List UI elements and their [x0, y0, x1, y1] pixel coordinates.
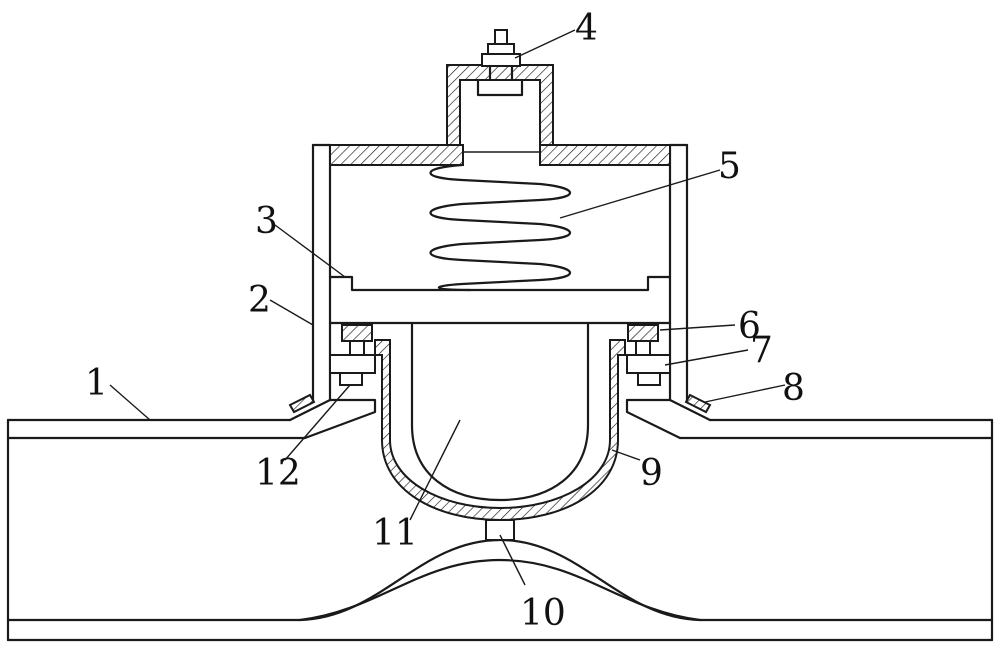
- adjusting-bolt: [476, 29, 524, 97]
- pipe: [6, 398, 994, 642]
- clamp-left: [329, 324, 376, 386]
- label-6: 6: [738, 306, 761, 347]
- label-4: 4: [575, 8, 598, 49]
- piston-plate: [328, 275, 672, 502]
- label-3: 3: [255, 201, 278, 242]
- housing: [311, 64, 689, 402]
- screw-left: [288, 393, 316, 414]
- label-11: 11: [372, 513, 418, 554]
- spring: [429, 163, 572, 292]
- leader-lines: [109, 29, 786, 586]
- label-8: 8: [782, 368, 805, 409]
- screw-right: [684, 393, 712, 414]
- label-1: 1: [85, 363, 108, 404]
- clamp-right: [626, 324, 671, 386]
- label-9: 9: [640, 453, 663, 494]
- label-10: 10: [520, 593, 566, 634]
- label-7: 7: [750, 330, 773, 371]
- reference-labels: 1 2 3 4 5 6 7 8 9 10 11 12: [85, 8, 805, 634]
- diaphragm: [374, 339, 626, 541]
- label-12: 12: [255, 453, 301, 494]
- label-2: 2: [248, 280, 271, 321]
- label-5: 5: [718, 146, 741, 187]
